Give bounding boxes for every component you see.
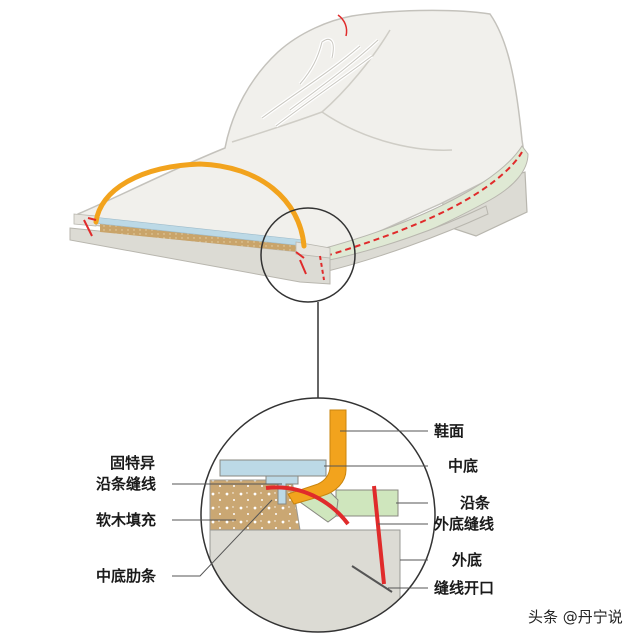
watermark: 头条 @丹宁说 (528, 608, 623, 626)
label-welt: 沿条 (460, 494, 491, 512)
zoom-insole (219, 459, 327, 477)
leader-insole-rib (172, 499, 273, 577)
label-upper: 鞋面 (434, 422, 464, 440)
section-stitch-left (83, 217, 97, 237)
label-fixed-stitch-line1: 固特异 (110, 454, 155, 472)
laces-outline (261, 38, 379, 127)
section-stitch-right (295, 251, 307, 275)
welt-stitch-line (325, 151, 523, 257)
label-insole-rib: 中底肋条 (96, 567, 157, 585)
upper-arch (93, 161, 307, 249)
leader-lines (172, 430, 428, 589)
zoom-outsole-stitch (372, 485, 386, 585)
label-insole: 中底 (448, 457, 478, 475)
zoom-upper (287, 409, 347, 505)
label-outsole: 外底 (451, 551, 482, 569)
label-fixed-stitch-line2: 沿条缝线 (96, 475, 156, 493)
vamp-seam (231, 29, 453, 151)
zoom-welt (335, 489, 399, 517)
magnifier-circle-small (260, 207, 356, 303)
zoom-outsole (209, 529, 401, 632)
sole-edge (319, 205, 489, 273)
label-cork: 软木填充 (96, 511, 156, 529)
shoe-illustration (69, 9, 529, 285)
section-cork (100, 224, 300, 252)
label-outsole-stitch: 外底缝线 (433, 515, 494, 533)
labels: 鞋面 中底 沿条 外底缝线 外底 缝线开口 固特异 沿条缝线 软木填充 中底肋条 (96, 422, 494, 597)
shoe-cross-section (69, 161, 331, 285)
label-stitch-channel: 缝线开口 (434, 579, 494, 597)
heel-loop (337, 14, 348, 37)
zoom-circle-border (200, 397, 436, 633)
zoom-stitch-channel (351, 565, 393, 593)
zoom-welt-stitch (265, 485, 350, 526)
